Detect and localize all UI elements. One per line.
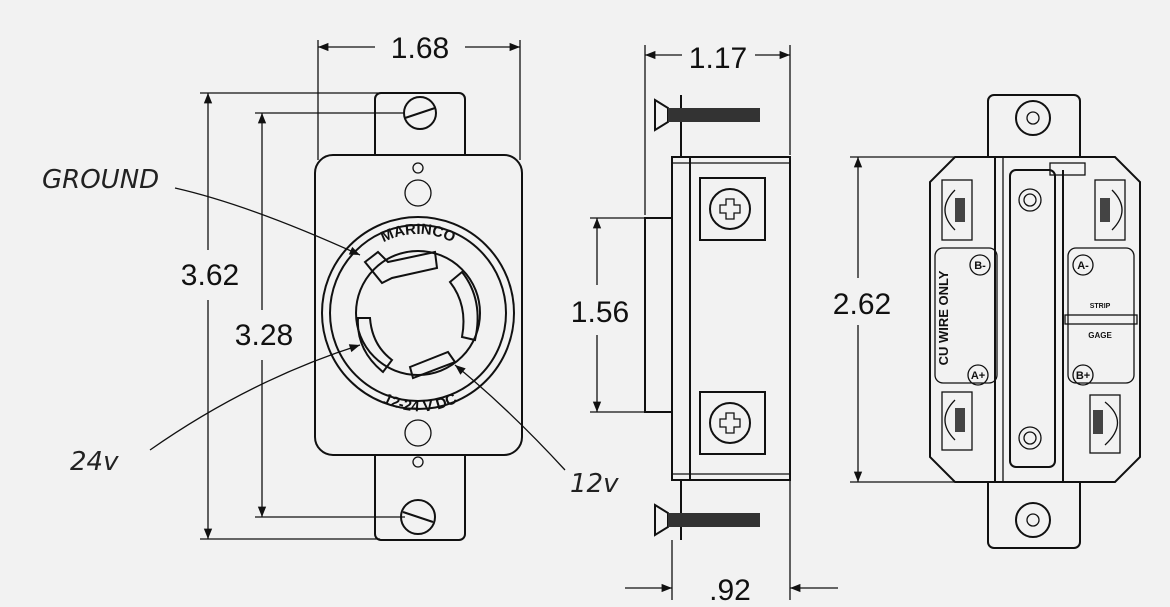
dim-side-body-depth: .92 (709, 574, 751, 607)
terminal-icon (941, 391, 973, 451)
callout-12v: 12v (570, 469, 619, 499)
slot-24v (356, 317, 394, 374)
dim-side-depth: 1.17 (689, 42, 747, 75)
terminal-label-b-plus: B+ (1076, 370, 1090, 382)
callouts: GROUND 24v 12v (42, 165, 619, 499)
gage-label: GAGE (1088, 331, 1112, 340)
mounting-screw-top (654, 98, 760, 132)
wire-note: CU WIRE ONLY (936, 270, 951, 365)
terminal-icon (1089, 394, 1121, 454)
slot (448, 270, 479, 342)
terminal-icon (1094, 179, 1126, 241)
callout-ground: GROUND (42, 165, 159, 195)
back-body (929, 156, 1141, 483)
mounting-screw-bottom (654, 503, 760, 537)
dim-front-height-mount: 3.28 (235, 319, 293, 352)
back-view: B- A- A+ B+ STRIP GAGE CU WIRE ONLY (929, 94, 1141, 549)
dim-front-width: 1.68 (391, 32, 449, 65)
slot-ground (363, 250, 439, 285)
side-view (644, 95, 791, 540)
callout-24v: 24v (70, 447, 119, 477)
receptacle-body (314, 154, 523, 456)
dim-side-body-height: 1.56 (571, 296, 629, 329)
front-dimensions: 1.68 3.62 3.28 (181, 32, 521, 540)
terminal-label-b-minus: B- (974, 260, 986, 272)
terminal-label-a-minus: A- (1077, 260, 1089, 272)
receptacle-face (321, 216, 515, 410)
side-dimensions: 1.17 1.56 .92 (571, 42, 838, 607)
dim-back-height: 2.62 (833, 288, 891, 321)
front-view: MARINCO 12-24 V DC (314, 92, 523, 541)
dim-front-height-outer: 3.62 (181, 259, 239, 292)
terminal-icon (941, 179, 973, 241)
terminal-screw-top (699, 177, 766, 241)
slot-12v (408, 350, 457, 380)
back-dimensions: 2.62 (833, 156, 955, 483)
terminal-screw-bottom (699, 391, 766, 455)
terminal-label-a-plus: A+ (971, 370, 985, 382)
strip-label: STRIP (1090, 303, 1111, 310)
